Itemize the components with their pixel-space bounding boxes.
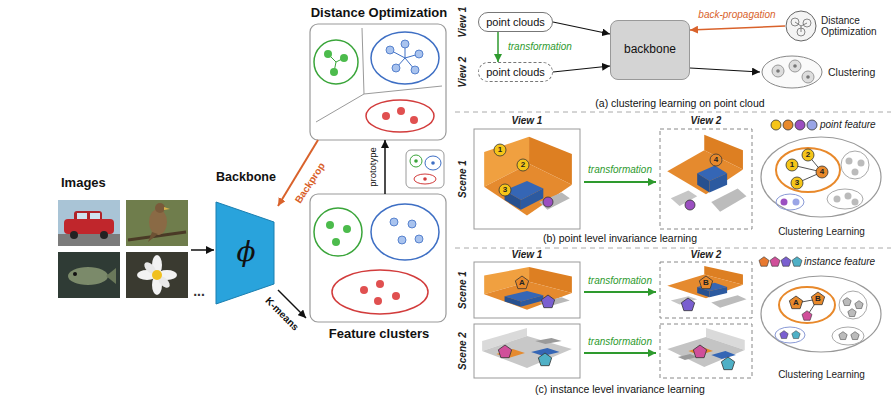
point-cloud-box: point clouds bbox=[478, 62, 553, 82]
distance-optimization-node: Distance Optimization bbox=[785, 8, 885, 44]
scene-label: Scene 2 bbox=[457, 332, 469, 370]
node-label: Clustering Learning bbox=[778, 369, 865, 381]
view-label: View 1 bbox=[457, 7, 469, 38]
backbone-network: Backbone ϕ bbox=[214, 170, 278, 304]
edge-label: back-propagation bbox=[696, 9, 777, 21]
transformation-label: transformation bbox=[588, 275, 652, 287]
view-label: View 1 bbox=[512, 115, 543, 127]
edge-label: Backprop bbox=[292, 159, 329, 207]
transformation-label: transformation bbox=[588, 336, 652, 348]
edge-label: prototype bbox=[368, 145, 379, 189]
instance-letter: A bbox=[793, 298, 799, 307]
clustering-node: Clustering bbox=[760, 52, 885, 92]
connector-arrow bbox=[497, 32, 499, 62]
node-label: Clustering bbox=[828, 66, 875, 78]
node-label: point clouds bbox=[486, 16, 545, 29]
instance-letter: B bbox=[815, 294, 821, 303]
clustering-learning: Clustering Learning bbox=[758, 135, 885, 237]
node-symbol: ϕ bbox=[236, 237, 255, 267]
callout-number: 2 bbox=[806, 150, 810, 159]
callout-number: 3 bbox=[795, 178, 799, 187]
connector-arrow bbox=[553, 66, 610, 72]
image-group: Images bbox=[55, 176, 191, 302]
edge-label: transformation bbox=[506, 41, 574, 53]
feature-clusters-panel: Feature clusters bbox=[306, 194, 452, 342]
view-label: View 2 bbox=[691, 115, 722, 127]
distance-optimization-panel: Distance Optimization bbox=[306, 6, 452, 140]
backbone-box: backbone bbox=[610, 20, 690, 80]
point-cloud-box: point clouds bbox=[478, 12, 553, 32]
connector-arrow bbox=[384, 140, 386, 194]
node-label: Backbone bbox=[216, 170, 276, 184]
node-label: Clustering Learning bbox=[778, 226, 865, 238]
connector-arrow bbox=[191, 249, 214, 251]
ellipsis: ... bbox=[193, 283, 205, 299]
panel-caption: (c) instance level invariance learning bbox=[535, 383, 705, 395]
connector-arrow bbox=[553, 22, 610, 34]
node-label: Distance Optimization bbox=[821, 15, 885, 38]
node-label: Images bbox=[61, 176, 106, 191]
node-label: point clouds bbox=[486, 66, 545, 79]
panel-caption: (a) clustering learning on point cloud bbox=[595, 97, 764, 109]
callout-number: 1 bbox=[498, 145, 502, 154]
view-label: View 2 bbox=[691, 249, 722, 261]
scene-label: Scene 1 bbox=[457, 271, 469, 309]
callout-number: 4 bbox=[714, 155, 718, 164]
instance-letter: B bbox=[703, 278, 709, 287]
callout-number: 4 bbox=[820, 167, 824, 176]
edge-label: K-means bbox=[262, 294, 303, 335]
view-label: View 2 bbox=[457, 57, 469, 88]
callout-number: 3 bbox=[503, 185, 507, 194]
legend-text: instance feature bbox=[804, 256, 875, 268]
node-label: Feature clusters bbox=[329, 327, 429, 342]
node-label: Distance Optimization bbox=[311, 6, 448, 21]
legend-text: point feature bbox=[820, 119, 876, 131]
scene-label: Scene 1 bbox=[457, 160, 469, 198]
panel-caption: (b) point level invariance learning bbox=[543, 232, 697, 244]
transformation-label: transformation bbox=[588, 164, 652, 176]
view-label: View 1 bbox=[512, 249, 543, 261]
connector-arrow bbox=[690, 68, 760, 72]
callout-number: 2 bbox=[521, 160, 525, 169]
connector-arrow bbox=[690, 26, 785, 30]
callout-number: 1 bbox=[790, 160, 794, 169]
instance-letter: A bbox=[519, 278, 525, 287]
clustering-learning: Clustering Learning bbox=[758, 268, 885, 380]
node-label: backbone bbox=[624, 43, 676, 57]
